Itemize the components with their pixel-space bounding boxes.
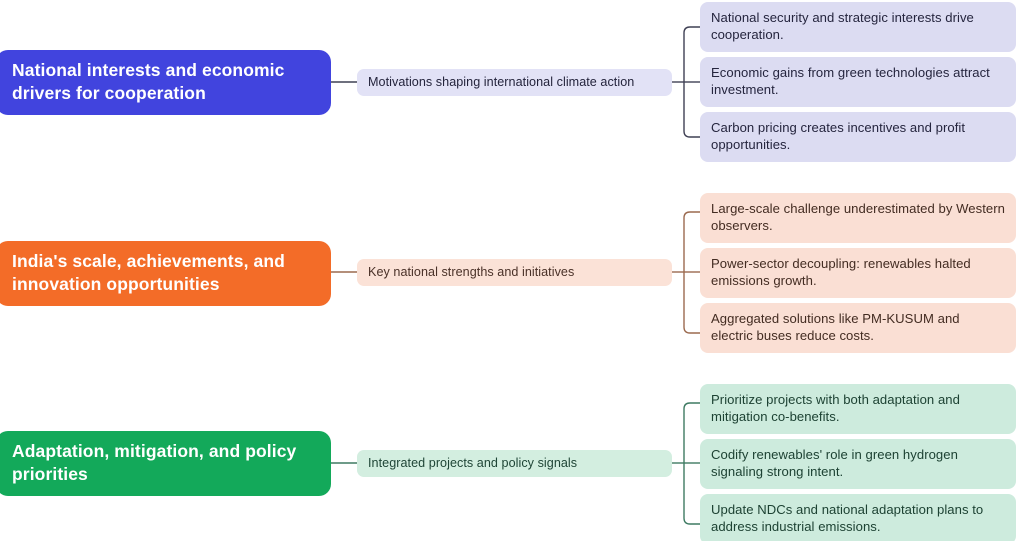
branch-label-adaptation-policy[interactable]: Integrated projects and policy signals	[357, 450, 672, 477]
leaf-node-text: Codify renewables' role in green hydroge…	[711, 447, 958, 480]
connector-to-leaf-3-3	[683, 517, 700, 525]
leaf-node-text: Carbon pricing creates incentives and pr…	[711, 120, 966, 153]
leaf-node-text: Large-scale challenge underestimated by …	[711, 201, 1005, 234]
leaf-node-text: Aggregated solutions like PM-KUSUM and e…	[711, 311, 960, 344]
leaf-node[interactable]: Carbon pricing creates incentives and pr…	[700, 112, 1016, 162]
root-node-india-scale[interactable]: India's scale, achievements, and innovat…	[0, 241, 331, 306]
root-node-label: India's scale, achievements, and innovat…	[12, 250, 285, 294]
connector-to-leaf-1-3	[683, 130, 700, 138]
connector-to-leaf-1-1	[683, 26, 700, 34]
leaf-node-text: Economic gains from green technologies a…	[711, 65, 990, 98]
leaf-node-text: Power-sector decoupling: renewables halt…	[711, 256, 971, 289]
connector-to-leaf-2-1	[683, 211, 700, 219]
connector-to-leaf-3-1	[683, 402, 700, 410]
leaf-node[interactable]: Large-scale challenge underestimated by …	[700, 193, 1016, 243]
leaf-node[interactable]: National security and strategic interest…	[700, 2, 1016, 52]
leaf-node-text: Prioritize projects with both adaptation…	[711, 392, 960, 425]
leaf-node[interactable]: Aggregated solutions like PM-KUSUM and e…	[700, 303, 1016, 353]
leaf-node-text: National security and strategic interest…	[711, 10, 974, 43]
branch-label-text: Motivations shaping international climat…	[368, 74, 635, 89]
root-node-label: Adaptation, mitigation, and policy prior…	[12, 440, 297, 484]
leaf-node[interactable]: Codify renewables' role in green hydroge…	[700, 439, 1016, 489]
root-node-label: National interests and economic drivers …	[12, 59, 285, 103]
leaf-node[interactable]: Update NDCs and national adaptation plan…	[700, 494, 1016, 541]
leaf-node-text: Update NDCs and national adaptation plan…	[711, 502, 984, 535]
branch-label-text: Key national strengths and initiatives	[368, 264, 575, 279]
branch-label-india-scale[interactable]: Key national strengths and initiatives	[357, 259, 672, 286]
leaf-node[interactable]: Power-sector decoupling: renewables halt…	[700, 248, 1016, 298]
root-node-adaptation-policy[interactable]: Adaptation, mitigation, and policy prior…	[0, 431, 331, 496]
branch-label-text: Integrated projects and policy signals	[368, 455, 578, 470]
root-node-national-interests[interactable]: National interests and economic drivers …	[0, 50, 331, 115]
leaf-node[interactable]: Economic gains from green technologies a…	[700, 57, 1016, 107]
branch-label-national-interests[interactable]: Motivations shaping international climat…	[357, 69, 672, 96]
connector-to-leaf-2-3	[683, 326, 700, 334]
leaf-node[interactable]: Prioritize projects with both adaptation…	[700, 384, 1016, 434]
